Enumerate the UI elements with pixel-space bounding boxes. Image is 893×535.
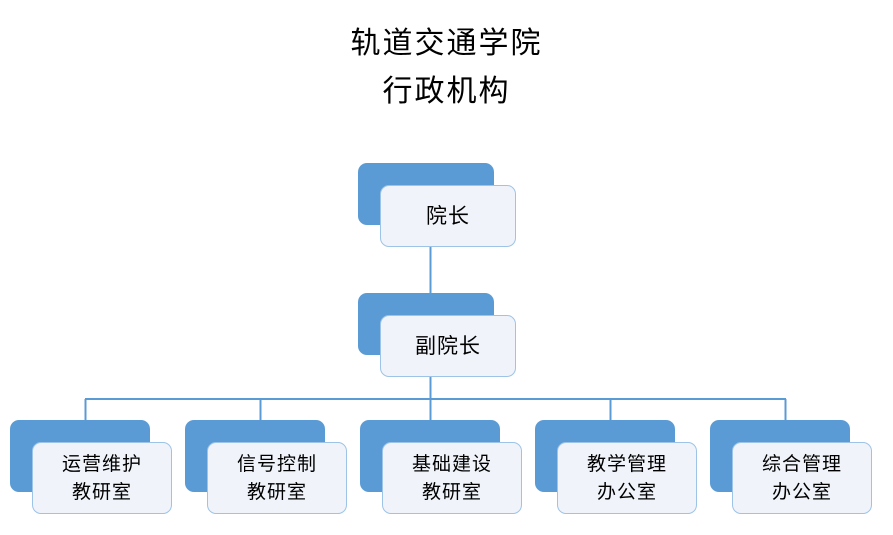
- node-label-line1: 教学管理: [586, 453, 667, 475]
- node-department-4[interactable]: 教学管理 办公室: [535, 420, 697, 514]
- node-label-line2: 教研室: [421, 481, 482, 503]
- node-department-1[interactable]: 运营维护 教研室: [10, 420, 172, 514]
- node-label-line1: 综合管理: [761, 453, 842, 475]
- node-director[interactable]: 院长: [358, 163, 516, 247]
- node-label-line1: 运营维护: [61, 453, 142, 475]
- node-label-line2: 教研室: [246, 481, 307, 503]
- node-label-vice-director: 副院长: [415, 334, 481, 358]
- node-face: 院长: [380, 185, 516, 247]
- node-label-line1: 基础建设: [411, 453, 492, 475]
- node-vice-director[interactable]: 副院长: [358, 293, 516, 377]
- node-face: 基础建设 教研室: [382, 442, 522, 514]
- node-department-2[interactable]: 信号控制 教研室: [185, 420, 347, 514]
- node-face: 运营维护 教研室: [32, 442, 172, 514]
- node-label-director: 院长: [426, 204, 470, 228]
- node-label-line2: 办公室: [596, 481, 657, 503]
- node-face: 综合管理 办公室: [732, 442, 872, 514]
- node-label-line2: 办公室: [771, 481, 832, 503]
- node-label-line1: 信号控制: [236, 453, 317, 475]
- node-face: 副院长: [380, 315, 516, 377]
- title-line-1: 轨道交通学院: [350, 26, 543, 61]
- chart-title: 轨道交通学院 行政机构: [0, 20, 893, 116]
- node-face: 教学管理 办公室: [557, 442, 697, 514]
- node-label-line2: 教研室: [71, 481, 132, 503]
- title-line-2: 行政机构: [382, 74, 511, 109]
- node-face: 信号控制 教研室: [207, 442, 347, 514]
- node-department-5[interactable]: 综合管理 办公室: [710, 420, 872, 514]
- node-department-3[interactable]: 基础建设 教研室: [360, 420, 522, 514]
